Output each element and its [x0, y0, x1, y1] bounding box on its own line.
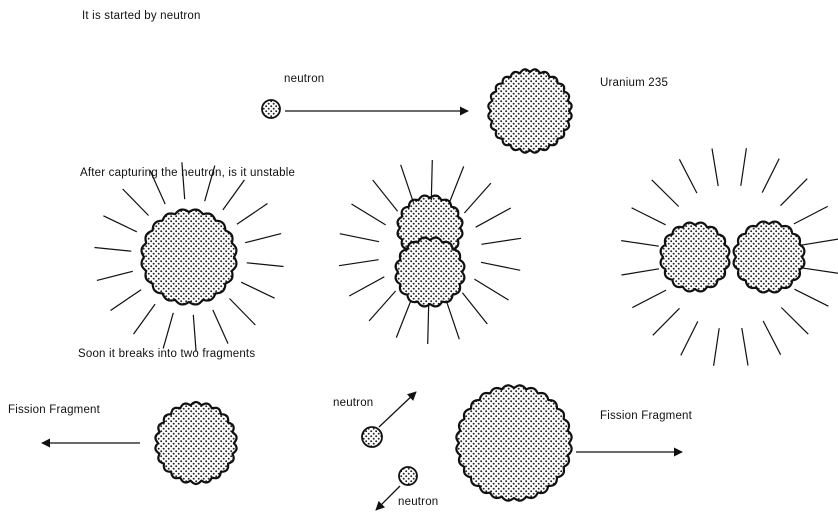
unstable-stage-3-ray: [712, 149, 718, 187]
unstable-stage-1-ray: [163, 313, 173, 349]
unstable-stage-2-ray: [431, 160, 432, 200]
neutron-label-released-top: neutron: [333, 397, 373, 409]
unstable-stage-3-ray: [621, 241, 659, 247]
unstable-nucleus-stage-3-left: [661, 223, 730, 292]
unstable-stage-3-ray: [622, 269, 660, 275]
unstable-stage-2-ray: [428, 304, 429, 344]
unstable-stage-2-ray: [396, 300, 411, 337]
unstable-stage-3-ray: [714, 328, 720, 366]
unstable-stage-1-ray: [103, 216, 136, 232]
unstable-stage-2-ray: [352, 204, 386, 225]
unstable-stage-1-ray: [230, 299, 256, 326]
unstable-stage-3-ray: [681, 321, 698, 355]
unstable-stage-3-ray: [781, 179, 808, 206]
unstable-stage-3-ray: [762, 159, 779, 193]
unstable-stage-1-ray: [247, 263, 284, 267]
fission-fragment-label-left: Fission Fragment: [8, 404, 100, 416]
fission-fragment-left: [155, 402, 236, 484]
unstable-stage-2-ray: [340, 234, 379, 242]
unstable-stage-2-ray: [339, 260, 379, 266]
unstable-stage-1-ray: [213, 310, 228, 344]
unstable-stage-1-ray: [245, 234, 281, 243]
unstable-stage-3-ray: [763, 321, 781, 355]
unstable-stage-2-ray: [349, 277, 384, 296]
unstable-stage-2-ray: [474, 279, 508, 300]
incoming-neutron: [262, 100, 280, 118]
unstable-stage-1-ray: [241, 282, 274, 298]
uranium-235-nucleus: [488, 69, 571, 152]
unstable-stage-2-ray: [481, 262, 520, 270]
unstable-stage-3-ray: [632, 208, 666, 225]
released-neutron-bottom-arrow: [376, 486, 400, 510]
unstable-stage-1-ray: [123, 189, 149, 216]
unstable-stage-3-ray: [794, 289, 828, 306]
fission-fragment-label-right: Fission Fragment: [600, 410, 692, 422]
unstable-stage-2-ray: [369, 291, 396, 321]
unstable-stage-1-ray: [237, 204, 268, 225]
unstable-stage-2-ray: [464, 183, 491, 213]
unstable-stage-3-ray: [741, 148, 747, 186]
neutron-label-released-bottom: neutron: [398, 496, 438, 508]
unstable-stage-3-ray: [794, 206, 828, 224]
unstable-stage-3-ray: [679, 159, 697, 193]
released-neutron-top: [362, 427, 382, 447]
released-neutron-bottom: [399, 467, 417, 485]
unstable-stage-3-ray: [632, 290, 666, 308]
unstable-stage-2-ray: [447, 301, 460, 339]
fission-fragment-right: [456, 385, 571, 500]
unstable-stage-3-ray: [801, 268, 838, 274]
unstable-nucleus-stage-3-right: [734, 222, 805, 293]
unstable-stage-2-ray: [449, 166, 464, 203]
unstable-stage-2-ray: [476, 208, 511, 227]
unstable-stage-1-ray: [223, 180, 245, 210]
unstable-stage-2-ray: [462, 293, 487, 324]
caption-step-unstable: After capturing the neutron, is it unsta…: [80, 167, 295, 179]
unstable-stage-3-ray: [653, 308, 680, 335]
unstable-stage-3-ray: [801, 239, 838, 245]
unstable-stage-1-ray: [134, 304, 156, 334]
unstable-stage-1-ray: [193, 315, 196, 352]
unstable-stage-3-ray: [742, 328, 748, 366]
unstable-stage-3-ray: [781, 308, 808, 335]
unstable-stage-2-ray: [481, 238, 521, 244]
neutron-label-incoming: neutron: [284, 73, 324, 85]
released-neutron-top-arrow: [379, 392, 416, 427]
unstable-stage-3-ray: [652, 180, 679, 207]
unstable-stage-1-ray: [111, 290, 142, 311]
caption-step-started: It is started by neutron: [82, 10, 201, 22]
caption-step-fragments: Soon it breaks into two fragments: [78, 348, 255, 360]
unstable-stage-1-ray: [95, 248, 132, 252]
unstable-stage-1-ray: [97, 271, 133, 280]
unstable-stage-2-ray: [401, 165, 414, 203]
unstable-stage-2-ray: [373, 180, 398, 211]
uranium-235-label: Uranium 235: [600, 77, 668, 89]
unstable-nucleus-stage-1: [142, 210, 237, 305]
